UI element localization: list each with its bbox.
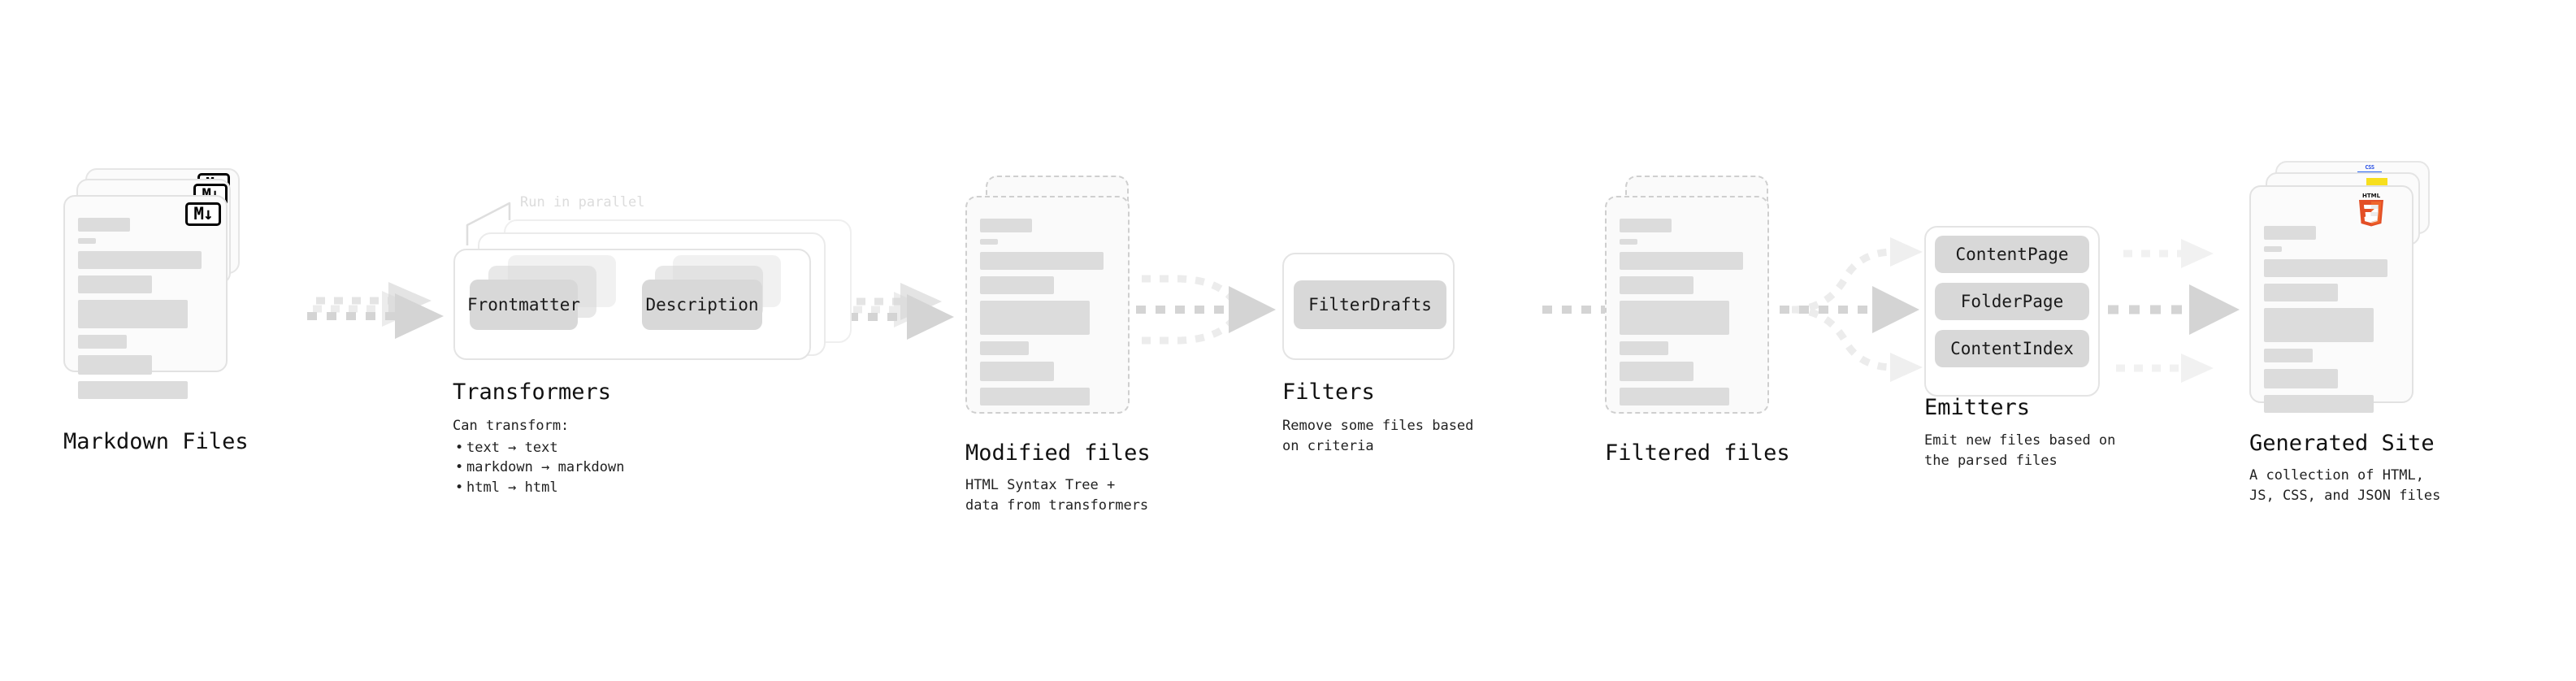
list-item: text → text: [455, 438, 624, 458]
placeholder-bar: [1620, 301, 1729, 335]
arrow-emitters-to-site: [2108, 239, 2240, 383]
stage-title-emitters: Emitters: [1924, 395, 2031, 420]
placeholder-bar: [1620, 219, 1672, 232]
stage-title-filters: Filters: [1282, 380, 1375, 405]
placeholder-bar: [980, 276, 1054, 294]
generated-site-description: A collection of HTML, JS, CSS, and JSON …: [2249, 467, 2441, 504]
placeholder-bar: [980, 301, 1090, 335]
placeholder-bar: [78, 275, 152, 293]
chip-label: FolderPage: [1960, 292, 2064, 311]
markdown-icon-text: M↓: [193, 204, 213, 223]
placeholder-bar: [2264, 308, 2374, 342]
stage-title-filtered-files: Filtered files: [1605, 440, 1790, 466]
placeholder-bar: [980, 388, 1090, 406]
placeholder-bar: [1620, 388, 1729, 406]
markdown-icon: M↓: [185, 202, 221, 226]
run-in-parallel-label: Run in parallel: [520, 194, 645, 210]
placeholder-bar: [2264, 284, 2338, 301]
placeholder-bar: [980, 252, 1104, 270]
filter-chip-filterdrafts[interactable]: FilterDrafts: [1294, 280, 1446, 329]
placeholder-bar: [78, 381, 188, 399]
stage-title-generated-site: Generated Site: [2249, 431, 2435, 456]
placeholder-bar: [2264, 226, 2316, 240]
arrow-modified-to-filters: [1136, 275, 1276, 345]
svg-text:HTML: HTML: [2362, 193, 2381, 199]
transformer-chip-frontmatter[interactable]: Frontmatter: [466, 280, 581, 330]
transformer-chip-description[interactable]: Description: [642, 280, 762, 330]
placeholder-bar: [2264, 395, 2374, 413]
stage-title-modified-files: Modified files: [965, 440, 1151, 466]
filtered-file-card-front: [1605, 196, 1769, 414]
arrow-markdown-to-transformers: [307, 282, 444, 339]
chip-label: ContentPage: [1955, 245, 2069, 264]
modified-files-description: HTML Syntax Tree + data from transformer…: [965, 477, 1149, 514]
placeholder-bar: [2264, 369, 2338, 388]
html5-icon: HTML: [2359, 193, 2383, 227]
placeholder-bar: [980, 219, 1032, 232]
list-item: html → html: [455, 478, 624, 498]
placeholder-bar: [1620, 341, 1668, 355]
placeholder-bar: [2264, 349, 2313, 362]
placeholder-bar: [78, 218, 130, 232]
stage-title-transformers: Transformers: [453, 380, 612, 405]
placeholder-bar: [78, 251, 202, 269]
placeholder-bar: [1620, 239, 1637, 245]
filters-description: Remove some files based on criteria: [1282, 418, 1474, 454]
chip-label: FilterDrafts: [1308, 295, 1432, 314]
placeholder-bar: [78, 335, 127, 349]
placeholder-bar: [980, 341, 1029, 355]
chip-label: ContentIndex: [1950, 339, 2074, 358]
emitters-description: Emit new files based on the parsed files: [1924, 432, 2116, 469]
placeholder-bar: [1620, 276, 1693, 294]
stage-title-markdown-files: Markdown Files: [63, 429, 249, 454]
transformers-bullet-list: text → text markdown → markdown html → h…: [453, 438, 625, 498]
placeholder-bar: [980, 239, 998, 245]
placeholder-bar: [1620, 252, 1743, 270]
placeholder-bar: [78, 355, 152, 375]
placeholder-bar: [2264, 246, 2282, 252]
list-item: markdown → markdown: [455, 458, 625, 478]
placeholder-bar: [1620, 362, 1693, 381]
arrow-filtered-to-emitters: [1780, 237, 1923, 382]
placeholder-bar: [78, 300, 188, 328]
css3-icon-label: CSS: [2365, 164, 2374, 171]
modified-file-card-front: [965, 196, 1130, 414]
emitter-chip-contentpage[interactable]: ContentPage: [1935, 236, 2089, 273]
chip-label: Frontmatter: [466, 295, 581, 314]
site-file-card-front: [2249, 185, 2413, 413]
transformers-description: Can transform: text → text markdown → ma…: [453, 416, 624, 498]
placeholder-bar: [78, 238, 96, 244]
transformers-description-head: Can transform:: [453, 418, 570, 434]
emitter-chip-folderpage[interactable]: FolderPage: [1935, 283, 2089, 320]
chip-label: Description: [645, 295, 759, 314]
emitter-chip-contentindex[interactable]: ContentIndex: [1935, 330, 2089, 367]
placeholder-bar: [2264, 259, 2387, 277]
placeholder-bar: [980, 362, 1054, 381]
